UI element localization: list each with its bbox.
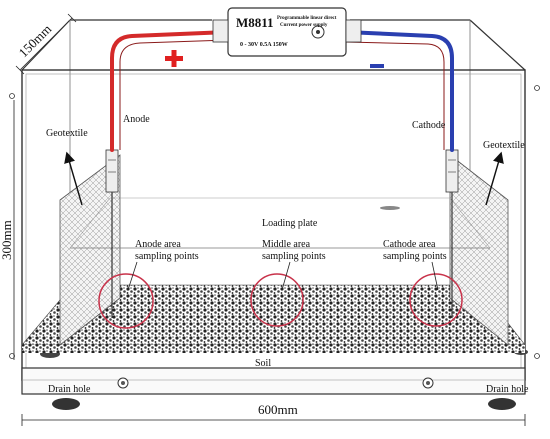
cathode-area-label: Cathode area [383, 239, 436, 250]
drain-hole-left-fitting [117, 377, 129, 389]
tank [9, 19, 540, 410]
anode-label: Anode [123, 114, 150, 125]
anode-sampling-circle [98, 273, 154, 329]
soil-label: Soil [255, 358, 271, 369]
cathode-electrode [445, 149, 459, 318]
middle-sampling-circle [250, 273, 304, 327]
cathode-area-sub-label: sampling points [383, 251, 447, 262]
negative-wire [344, 30, 454, 152]
anode-area-label: Anode area [135, 239, 181, 250]
geotextile-right-arrow [485, 151, 504, 206]
middle-area-label: Middle area [262, 239, 311, 250]
height-label: 300mm [0, 220, 14, 260]
anode-pointer [127, 261, 138, 291]
middle-pointer [281, 261, 291, 291]
loading-plate [69, 197, 491, 249]
anode-area-sub-label: sampling points [135, 251, 199, 262]
drain-hole-right-label: Drain hole [486, 384, 529, 395]
cathode-pointer [431, 261, 439, 291]
drain-hole-left-label: Drain hole [48, 384, 91, 395]
width-label: 600mm [258, 402, 298, 417]
power-supply-subtitle-1: Programmable linear direct [277, 16, 337, 21]
cathode-sampling-circle [409, 273, 463, 327]
positive-wire [110, 30, 230, 152]
geotextile-right [449, 154, 509, 346]
cathode-label: Cathode [412, 120, 446, 131]
power-supply-model: M8811 [236, 15, 274, 30]
geotextile-left-label: Geotextile [46, 128, 88, 139]
height-dimension: 300mm [0, 100, 15, 360]
drain-hole-right-fitting [422, 377, 434, 389]
depth-label: 150mm [16, 21, 55, 60]
power-supply-subtitle-2: Current power supply [280, 23, 328, 28]
negative-symbol [370, 64, 384, 68]
geotextile-left-arrow [64, 151, 83, 206]
positive-symbol [165, 50, 183, 67]
geotextile-left [59, 154, 121, 346]
power-supply-spec: 0 - 30V 0.5A 150W [240, 42, 288, 48]
geotextile-right-label: Geotextile [483, 140, 525, 151]
loading-plate-label: Loading plate [262, 218, 318, 229]
width-dimension: 600mm [21, 402, 526, 426]
power-supply: M8811 Programmable linear direct Current… [212, 7, 362, 57]
middle-area-sub-label: sampling points [262, 251, 326, 262]
